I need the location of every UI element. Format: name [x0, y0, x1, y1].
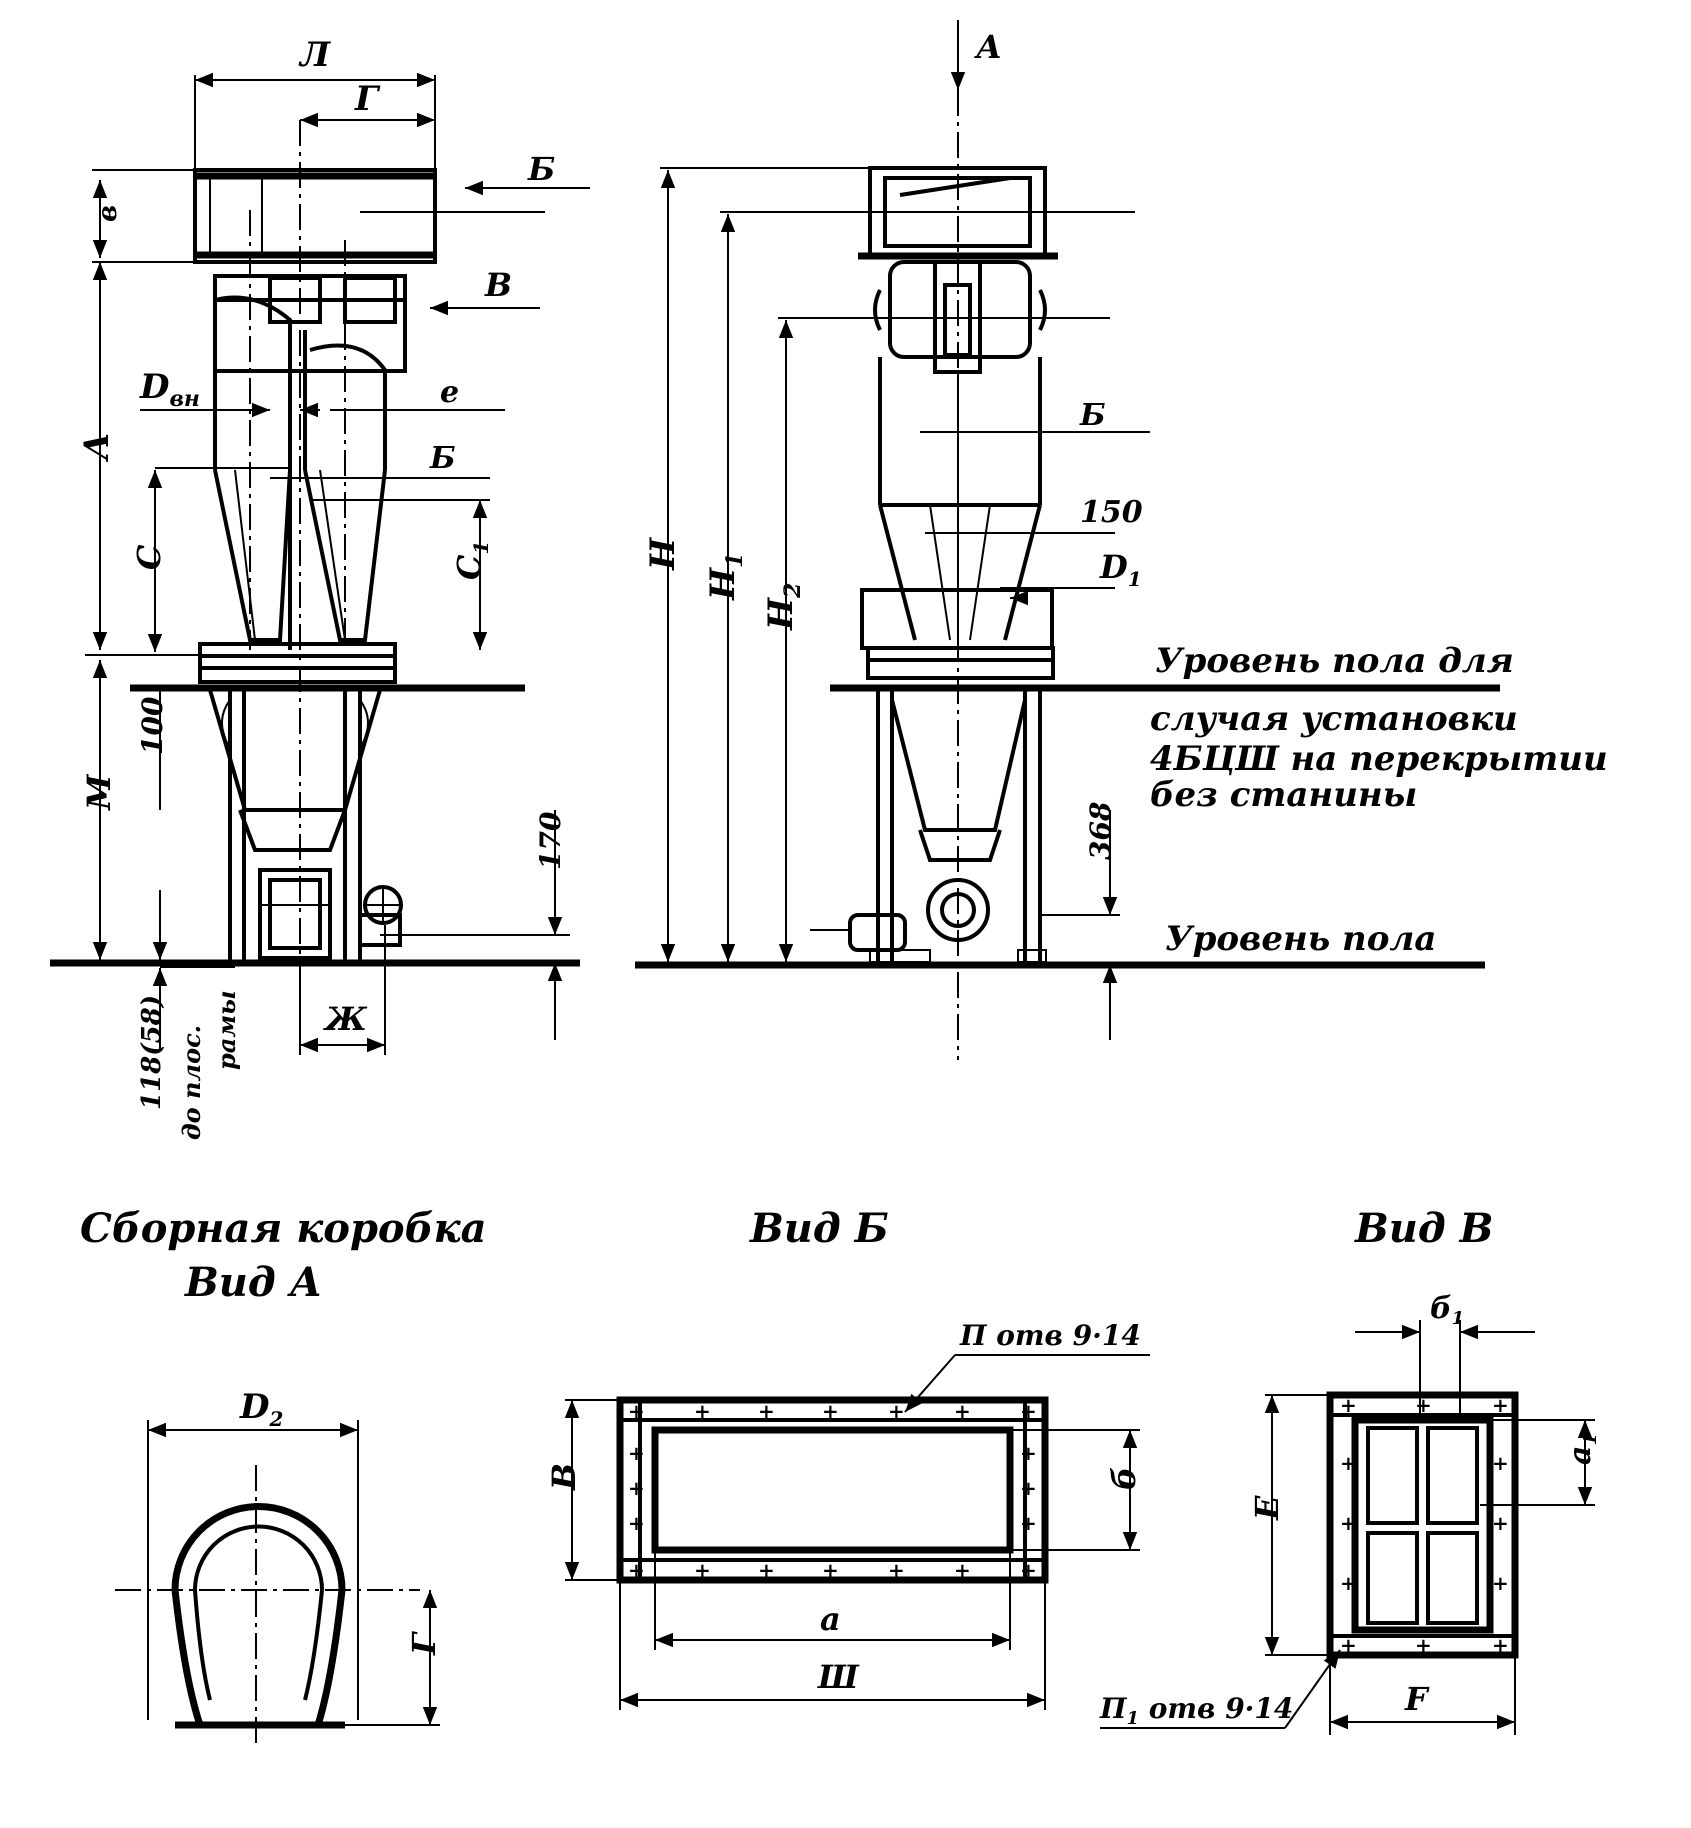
svg-text:+: +	[628, 1441, 645, 1465]
label-H: Н	[643, 536, 683, 571]
view-B-title: Вид Б	[749, 1205, 889, 1252]
label-C: С	[130, 544, 168, 570]
floor-level-text-1: Уровень пола для	[1155, 641, 1514, 681]
label-dim-a: а	[820, 1600, 841, 1638]
label-dim-b: б	[1105, 1467, 1143, 1490]
label-floor-note-2: рамы	[212, 990, 241, 1070]
svg-text:+: +	[758, 1558, 775, 1582]
svg-text:+: +	[888, 1399, 905, 1423]
left-elevation-view: Л Г Б В Dвн е	[50, 35, 590, 1140]
svg-text:+: +	[1340, 1451, 1357, 1475]
svg-text:+: +	[628, 1476, 645, 1500]
view-V: Вид В + + + + + + + + + + + + б1 а1 Е	[1099, 1205, 1601, 1735]
floor-level-text: Уровень пола	[1165, 919, 1436, 959]
collector-box	[193, 168, 437, 264]
label-D-vn: Dвн	[139, 367, 200, 412]
svg-text:+: +	[1340, 1511, 1357, 1535]
label-V: В	[484, 266, 512, 304]
svg-text:+: +	[954, 1558, 971, 1582]
svg-text:+: +	[758, 1399, 775, 1423]
svg-text:+: +	[628, 1511, 645, 1535]
label-Zh: Ж	[323, 1000, 368, 1038]
box-outer-arc	[171, 1503, 346, 1591]
drive-wheel-right	[926, 878, 990, 942]
label-dim-a1: а1	[1563, 1433, 1601, 1465]
svg-text:+: +	[1415, 1633, 1432, 1657]
floor-level-text-2: случая установки	[1150, 699, 1518, 739]
label-G-box: Г	[405, 1631, 443, 1656]
collector-box-view-A: Сборная коробка Вид А D2 Г	[80, 1205, 486, 1745]
view-B-bolt-holes: + + + + + + + + + + + + + + + + + + + +	[628, 1399, 1037, 1582]
label-holes-P: П отв 9·14	[959, 1319, 1141, 1352]
label-G: Г	[354, 79, 381, 119]
view-V-title: Вид В	[1354, 1205, 1493, 1252]
label-H1: Н1	[703, 553, 748, 601]
svg-text:+: +	[822, 1399, 839, 1423]
view-B-outer-flange	[616, 1396, 1049, 1584]
svg-text:+: +	[1340, 1571, 1357, 1595]
box-title-2: Вид А	[184, 1259, 322, 1306]
cyclone-cone-right	[303, 469, 387, 642]
svg-text:+: +	[1020, 1399, 1037, 1423]
label-L: Л	[298, 35, 331, 75]
label-368: 368	[1084, 802, 1117, 860]
label-dim-F: F	[1404, 1680, 1430, 1718]
svg-text:+: +	[628, 1399, 645, 1423]
svg-text:+: +	[1340, 1633, 1357, 1657]
svg-text:+: +	[1492, 1451, 1509, 1475]
label-b-small: в	[93, 205, 123, 222]
label-dim-E: Е	[1248, 1495, 1286, 1521]
label-B-right: Б	[1079, 398, 1106, 433]
svg-text:+: +	[1340, 1393, 1357, 1417]
label-D2: D2	[239, 1387, 283, 1431]
svg-text:+: +	[1492, 1633, 1509, 1657]
svg-text:+: +	[954, 1399, 971, 1423]
label-118: 118(58)	[137, 995, 167, 1110]
gate-valve	[258, 868, 332, 960]
svg-text:+: +	[1020, 1441, 1037, 1465]
view-B: Вид Б + + + + + + + + + + + + + + + + + + + + П отв 9·14…	[545, 1205, 1150, 1710]
svg-text:+: +	[888, 1558, 905, 1582]
label-dim-b1: б1	[1430, 1291, 1464, 1329]
svg-text:+: +	[1492, 1393, 1509, 1417]
svg-text:+: +	[1020, 1558, 1037, 1582]
label-A: А	[77, 432, 117, 463]
label-floor-note-1: до плос.	[177, 1025, 206, 1140]
floor-level-text-4: без станины	[1150, 775, 1417, 815]
svg-text:+: +	[1415, 1393, 1432, 1417]
right-elevation-view: А Б 150 D1	[635, 20, 1608, 1060]
floor-level-text-3: 4БЦШ на перекрытии	[1150, 739, 1608, 779]
label-dim-B: В	[545, 1463, 583, 1491]
svg-text:+: +	[1492, 1511, 1509, 1535]
label-D1: D1	[1099, 548, 1142, 591]
svg-text:+: +	[694, 1399, 711, 1423]
view-V-outer-flange	[1326, 1391, 1519, 1659]
svg-text:+: +	[628, 1558, 645, 1582]
svg-text:+: +	[694, 1558, 711, 1582]
label-holes-P1: П1 отв 9·14	[1099, 1692, 1293, 1729]
cyclone-cone-left	[213, 469, 292, 642]
svg-text:+: +	[822, 1558, 839, 1582]
label-H2: Н2	[761, 583, 806, 631]
svg-text:+: +	[1020, 1476, 1037, 1500]
label-150: 150	[1080, 495, 1143, 530]
label-B-mid: Б	[429, 441, 456, 476]
svg-text:+: +	[1492, 1571, 1509, 1595]
label-dim-Sh: Ш	[817, 1658, 860, 1696]
label-M: М	[80, 773, 118, 811]
hopper-flange	[198, 642, 397, 684]
box-title-1: Сборная коробка	[80, 1205, 486, 1252]
label-100: 100	[136, 696, 169, 755]
label-C1: С1	[450, 541, 493, 580]
svg-text:+: +	[1020, 1511, 1037, 1535]
view-V-bolt-holes: + + + + + + + + + + + +	[1340, 1393, 1509, 1657]
label-A-arrow: А	[974, 28, 1002, 66]
label-170: 170	[534, 811, 567, 870]
label-B-top: Б	[527, 150, 555, 188]
label-e: е	[440, 375, 459, 410]
view-B-opening	[651, 1426, 1014, 1554]
